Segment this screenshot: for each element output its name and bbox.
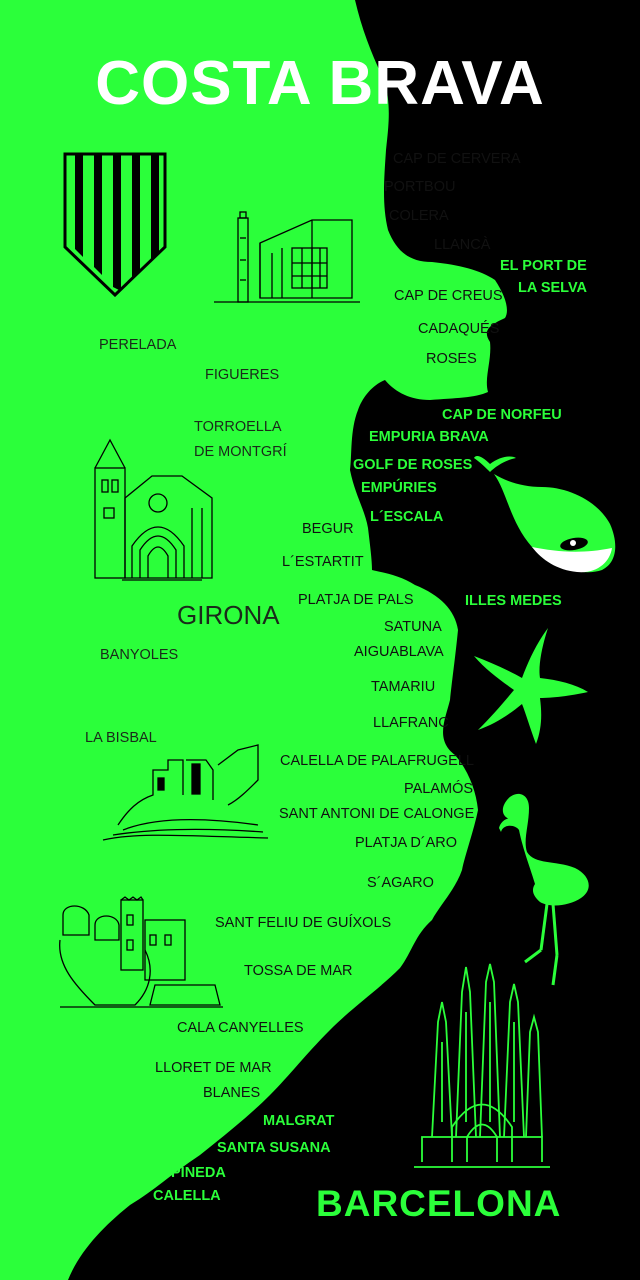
- place-label-tamariu: TAMARIU: [371, 679, 436, 695]
- place-label-el-port-de: EL PORT DE: [500, 258, 587, 274]
- place-label-platja-daro: PLATJA D´ARO: [355, 835, 458, 851]
- castle-ruins-icon: [102, 744, 269, 841]
- place-label-aiguablava: AIGUABLAVA: [354, 644, 444, 660]
- place-label-santa-susana: SANTA SUSANA: [217, 1140, 331, 1156]
- place-label-lescala: L´ESCALA: [370, 509, 444, 525]
- place-label-cap-de-creus: CAP DE CREUS: [394, 288, 503, 304]
- city-label-barcelona: BARCELONA: [316, 1183, 562, 1224]
- place-label-cap-de-cervera: CAP DE CERVERA: [393, 151, 521, 167]
- place-label-figueres: FIGUERES: [205, 367, 280, 383]
- flamingo-icon: [499, 793, 589, 986]
- place-label-lloret-de-mar: LLORET DE MAR: [155, 1060, 272, 1076]
- place-label-llanca: LLANCÀ: [434, 237, 491, 253]
- girona-cathedral-icon: [94, 438, 213, 581]
- place-label-la-selva: LA SELVA: [518, 280, 588, 296]
- starfish-icon: [474, 628, 588, 744]
- place-label-golf-de-roses: GOLF DE ROSES: [353, 457, 473, 473]
- place-label-la-bisbal: LA BISBAL: [85, 730, 157, 746]
- place-label-cap-de-norfeu: CAP DE NORFEU: [442, 407, 562, 423]
- place-label-pineda: PINEDA: [171, 1165, 226, 1181]
- place-label-calella-de-palafrugell: CALELLA DE PALAFRUGELL: [280, 753, 474, 769]
- park-guell-icon: [59, 896, 223, 1008]
- place-label-lestartit: L´ESTARTIT: [282, 554, 364, 570]
- place-label-sagaro: S´AGARO: [367, 875, 434, 891]
- place-label-roses: ROSES: [426, 351, 477, 367]
- place-label-de-montgri: DE MONTGRÍ: [194, 444, 287, 460]
- place-label-portbou: PORTBOU: [384, 179, 456, 195]
- place-label-malgrat: MALGRAT: [263, 1113, 335, 1129]
- place-label-perelada: PERELADA: [99, 337, 177, 353]
- place-label-cadaques: CADAQUÉS: [418, 321, 500, 337]
- place-label-llafranc: LLAFRANC: [373, 715, 449, 731]
- city-label-girona: GIRONA: [177, 600, 280, 630]
- place-label-begur: BEGUR: [302, 521, 354, 537]
- place-label-empuria-brava: EMPURIA BRAVA: [369, 429, 489, 445]
- place-label-satuna: SATUNA: [384, 619, 442, 635]
- place-label-palamos: PALAMÓS: [404, 781, 474, 797]
- land-area: [0, 0, 507, 1280]
- sagrada-familia-icon: [414, 963, 550, 1168]
- place-label-banyoles: BANYOLES: [100, 647, 179, 663]
- place-label-cala-canyelles: CALA CANYELLES: [177, 1020, 304, 1036]
- place-label-illes-medes: ILLES MEDES: [465, 593, 562, 609]
- place-label-colera: COLERA: [389, 208, 449, 224]
- place-label-blanes: BLANES: [203, 1085, 261, 1101]
- dali-museum-icon: [214, 211, 360, 303]
- place-label-torroella: TORROELLA: [194, 419, 282, 435]
- whale-icon: [474, 456, 616, 573]
- place-label-empuries: EMPÚRIES: [361, 480, 437, 496]
- catalan-shield-icon: [63, 152, 167, 297]
- place-label-sant-antoni-de-calonge: SANT ANTONI DE CALONGE: [279, 806, 475, 822]
- place-label-calella: CALELLA: [153, 1188, 221, 1204]
- map-title: COSTA BRAVA: [95, 49, 545, 118]
- place-label-tossa-de-mar: TOSSA DE MAR: [244, 963, 353, 979]
- place-label-sant-feliu-de-guixols: SANT FELIU DE GUÍXOLS: [215, 915, 392, 931]
- place-label-platja-de-pals: PLATJA DE PALS: [298, 592, 414, 608]
